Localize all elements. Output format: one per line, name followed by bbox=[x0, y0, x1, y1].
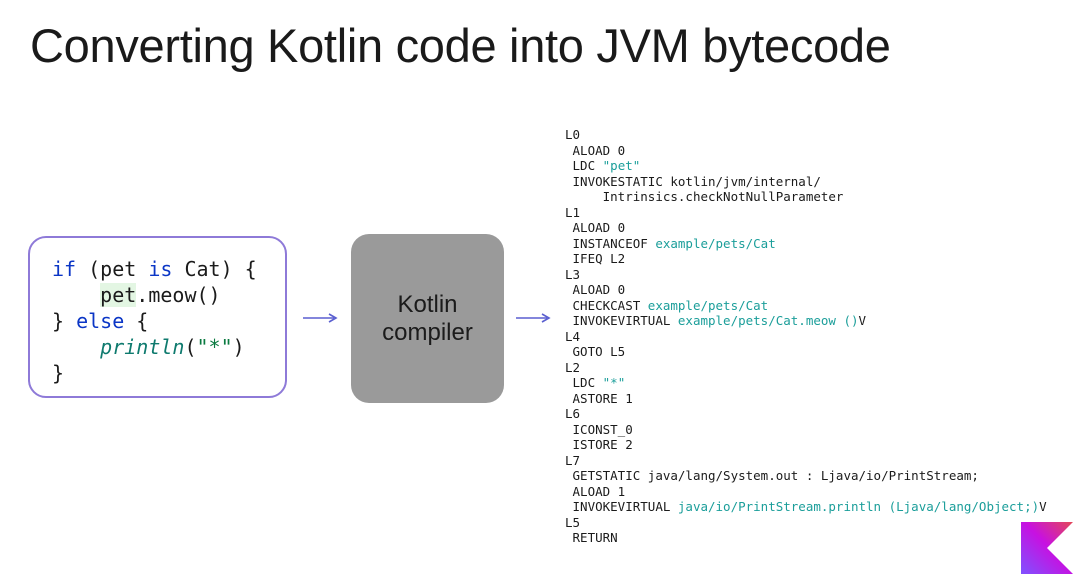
source-text: } bbox=[52, 361, 65, 385]
bytecode-instruction: INSTANCEOF example/pets/Cat bbox=[572, 235, 776, 251]
bytecode-instruction: IFEQ L2 bbox=[572, 251, 626, 266]
source-text: { bbox=[124, 309, 149, 333]
bytecode-label: L3 bbox=[565, 266, 581, 282]
println-function: println bbox=[100, 335, 185, 359]
bytecode-operand: example/pets/Cat bbox=[655, 235, 776, 251]
source-line-5: } bbox=[52, 360, 285, 386]
bytecode-instruction: ALOAD 0 bbox=[572, 220, 626, 235]
source-text: } bbox=[52, 309, 77, 333]
source-text: Cat) { bbox=[172, 257, 257, 281]
bytecode-operand: "pet" bbox=[602, 158, 641, 173]
source-line-3: } else { bbox=[52, 308, 285, 334]
source-text: (pet bbox=[76, 257, 149, 281]
bytecode-instruction: ALOAD 0 bbox=[572, 142, 626, 158]
bytecode-label: L0 bbox=[565, 127, 581, 142]
bytecode-instruction: Intrinsics.checkNotNullParameter bbox=[572, 189, 844, 204]
bytecode-instruction: CHECKCAST example/pets/Cat bbox=[572, 297, 769, 313]
arrow-right-icon bbox=[303, 313, 338, 323]
bytecode-label: L5 bbox=[565, 514, 581, 530]
compiler-label-line1: Kotlin bbox=[397, 290, 458, 318]
bytecode-instruction: GETSTATIC java/lang/System.out : Ljava/i… bbox=[572, 468, 979, 483]
bytecode-instruction: ISTORE 2 bbox=[572, 437, 633, 452]
kotlin-logo-icon bbox=[1021, 522, 1073, 574]
kotlin-compiler-box: Kotlin compiler bbox=[351, 234, 504, 403]
bytecode-instruction: ICONST_0 bbox=[572, 421, 633, 437]
bytecode-instruction: INVOKEVIRTUAL example/pets/Cat.meow ()V bbox=[572, 313, 867, 328]
bytecode-instruction: LDC "pet" bbox=[572, 158, 641, 173]
is-keyword: is bbox=[148, 257, 173, 281]
indent bbox=[52, 283, 100, 307]
slide-title: Converting Kotlin code into JVM bytecode bbox=[30, 19, 891, 72]
source-text: ) bbox=[232, 335, 245, 359]
compiler-label-line2: compiler bbox=[382, 318, 473, 346]
source-line-1: if (pet is Cat) { bbox=[52, 256, 285, 282]
bytecode-operand: example/pets/Cat bbox=[647, 297, 769, 313]
bytecode-label: L2 bbox=[565, 359, 581, 375]
smart-cast-highlight: pet bbox=[100, 283, 137, 307]
jvm-bytecode-listing: L0 ALOAD 0 LDC "pet" INVOKESTATIC kotlin… bbox=[565, 127, 1047, 546]
source-text: ( bbox=[184, 335, 197, 359]
bytecode-label: L7 bbox=[565, 452, 581, 468]
source-line-4: println("*") bbox=[52, 334, 285, 360]
indent bbox=[52, 335, 100, 359]
bytecode-instruction: INVOKESTATIC kotlin/jvm/internal/ bbox=[572, 173, 821, 189]
bytecode-operand: example/pets/Cat.meow () bbox=[677, 313, 859, 328]
bytecode-instruction: GOTO L5 bbox=[572, 344, 626, 359]
bytecode-instruction: LDC "*" bbox=[572, 375, 626, 390]
bytecode-operand: "*" bbox=[602, 375, 626, 390]
compiler-label: Kotlin compiler bbox=[382, 291, 473, 347]
bytecode-operand: java/io/PrintStream.println (Ljava/lang/… bbox=[677, 499, 1040, 514]
arrow-right-icon bbox=[516, 313, 551, 323]
source-line-2: pet.meow() bbox=[52, 282, 285, 308]
bytecode-instruction: ASTORE 1 bbox=[572, 390, 633, 406]
bytecode-label: L6 bbox=[565, 406, 581, 421]
kotlin-source-box: if (pet is Cat) { pet.meow() } else { pr… bbox=[28, 236, 287, 398]
if-keyword: if bbox=[52, 257, 77, 281]
else-keyword: else bbox=[76, 309, 125, 333]
source-text: .meow() bbox=[136, 283, 221, 307]
bytecode-label: L4 bbox=[565, 328, 581, 344]
bytecode-label: L1 bbox=[565, 204, 581, 220]
string-literal: "*" bbox=[196, 335, 233, 359]
bytecode-instruction: INVOKEVIRTUAL java/io/PrintStream.printl… bbox=[572, 499, 1047, 514]
bytecode-instruction: RETURN bbox=[572, 530, 618, 545]
bytecode-instruction: ALOAD 1 bbox=[572, 483, 626, 499]
bytecode-instruction: ALOAD 0 bbox=[572, 282, 626, 297]
